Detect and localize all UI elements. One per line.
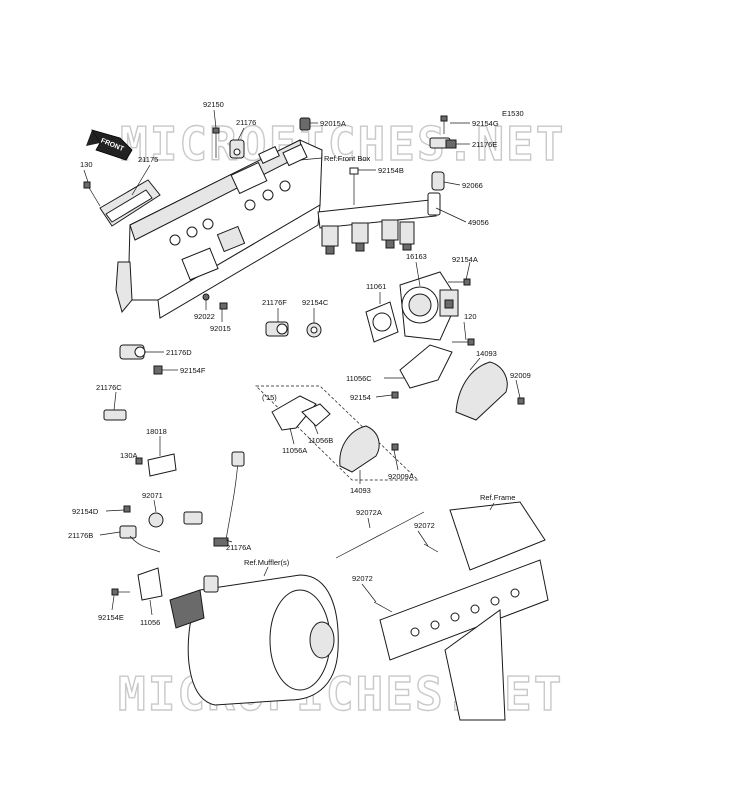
clip-92015A <box>299 117 311 131</box>
bracket-11056 <box>137 567 163 601</box>
front-box-drawing <box>115 139 323 319</box>
year-variant-box <box>255 385 419 481</box>
label-92154D: 92154D <box>72 507 99 516</box>
label-ref-frame: Ref.Frame <box>480 493 515 502</box>
label-21176B: 21176B <box>68 531 93 540</box>
label-92154A: 92154A <box>452 255 478 264</box>
bolt-92154 <box>391 391 399 399</box>
label-92150: 92150 <box>203 100 224 109</box>
label-92071: 92071 <box>142 491 163 500</box>
label-11056: 11056 <box>140 618 160 627</box>
label-ref-front-box: Ref.Front Box <box>324 154 371 163</box>
front-arrow-icon: FRONT <box>86 129 133 161</box>
label-92072-a: 92072 <box>414 521 435 530</box>
label-92022: 92022 <box>194 312 215 321</box>
label-130: 130 <box>80 160 93 169</box>
label-92072A: 92072A <box>356 508 382 517</box>
label-130A: 130A <box>120 451 138 460</box>
cable-tie-92072-b <box>373 601 393 613</box>
sensor-connector-2 <box>183 511 203 525</box>
bolt-92154B <box>349 167 359 205</box>
label-21176E: 21176E <box>472 140 497 149</box>
bolt-130 <box>83 181 101 207</box>
label-16163: 16163 <box>406 252 427 261</box>
label-ref-muffler: Ref.Muffler(s) <box>244 558 290 567</box>
label-11056A: 11056A <box>282 446 307 455</box>
label-11061: 11061 <box>366 282 386 291</box>
label-92154C: 92154C <box>302 298 329 307</box>
bolt-92154D <box>123 505 131 513</box>
label-92154B: 92154B <box>378 166 404 175</box>
cable-tie-92072-a <box>423 543 439 553</box>
bolt-92154G <box>440 115 448 134</box>
bolt-92154A <box>448 278 471 286</box>
bracket-18018 <box>147 453 177 477</box>
label-92015A: 92015A <box>320 119 346 128</box>
grommet-92071 <box>148 512 164 528</box>
label-92072-b: 92072 <box>352 574 373 583</box>
label-21176C: 21176C <box>96 383 122 392</box>
muffler-drawing <box>169 574 339 706</box>
label-year-note: ('15) <box>262 393 277 402</box>
nut-92015 <box>219 302 228 310</box>
gasket-11061 <box>365 301 399 343</box>
cap-92066 <box>431 171 445 191</box>
label-11056C: 11056C <box>346 374 372 383</box>
label-21176-top: 21176 <box>236 118 256 127</box>
sensor-21176F <box>265 321 289 337</box>
label-92015: 92015 <box>210 324 231 333</box>
label-21175: 21175 <box>138 155 158 164</box>
label-92066: 92066 <box>462 181 483 190</box>
leader-lines <box>83 109 521 616</box>
label-14093-right: 14093 <box>476 349 497 358</box>
sensor-21176B <box>119 525 161 553</box>
label-21176F: 21176F <box>262 298 287 307</box>
diagram-code: E1530 <box>502 109 524 118</box>
label-92009A: 92009A <box>388 472 414 481</box>
bolt-120 <box>452 338 475 346</box>
label-21176A: 21176A <box>226 543 251 552</box>
label-92154: 92154 <box>350 393 371 402</box>
label-14093-bottom: 14093 <box>350 486 371 495</box>
grommet-92154C <box>306 322 322 338</box>
bolt-92009 <box>517 397 525 405</box>
throttle-body-16163 <box>399 271 459 341</box>
label-21176D: 21176D <box>166 348 192 357</box>
frame-drawing <box>379 501 549 721</box>
bracket-11056C <box>399 344 453 389</box>
label-92154G: 92154G <box>472 119 499 128</box>
cover-14093-right <box>455 361 508 421</box>
label-92154F: 92154F <box>180 366 206 375</box>
label-120: 120 <box>464 312 477 321</box>
o2-sensor-cable <box>213 451 245 547</box>
label-92154E: 92154E <box>98 613 124 622</box>
sensor-21176E <box>429 137 457 149</box>
watermark-top: MICROFICHES.NET <box>120 117 565 171</box>
ecu-module <box>99 179 161 227</box>
label-49056: 49056 <box>468 218 489 227</box>
label-11056B: 11056B <box>308 436 333 445</box>
bolt-92022 <box>202 293 210 301</box>
label-18018: 18018 <box>146 427 167 436</box>
sensor-21176D <box>119 344 146 360</box>
label-92009: 92009 <box>510 371 531 380</box>
sensor-21176-top <box>229 139 245 159</box>
sensor-21176C <box>103 409 127 421</box>
bolt-92154F <box>153 365 163 375</box>
fuel-rail-49056 <box>317 192 441 255</box>
bolt-92154E <box>111 588 130 596</box>
cable-tie-92072A <box>335 511 425 559</box>
bolt-130A <box>135 457 143 465</box>
